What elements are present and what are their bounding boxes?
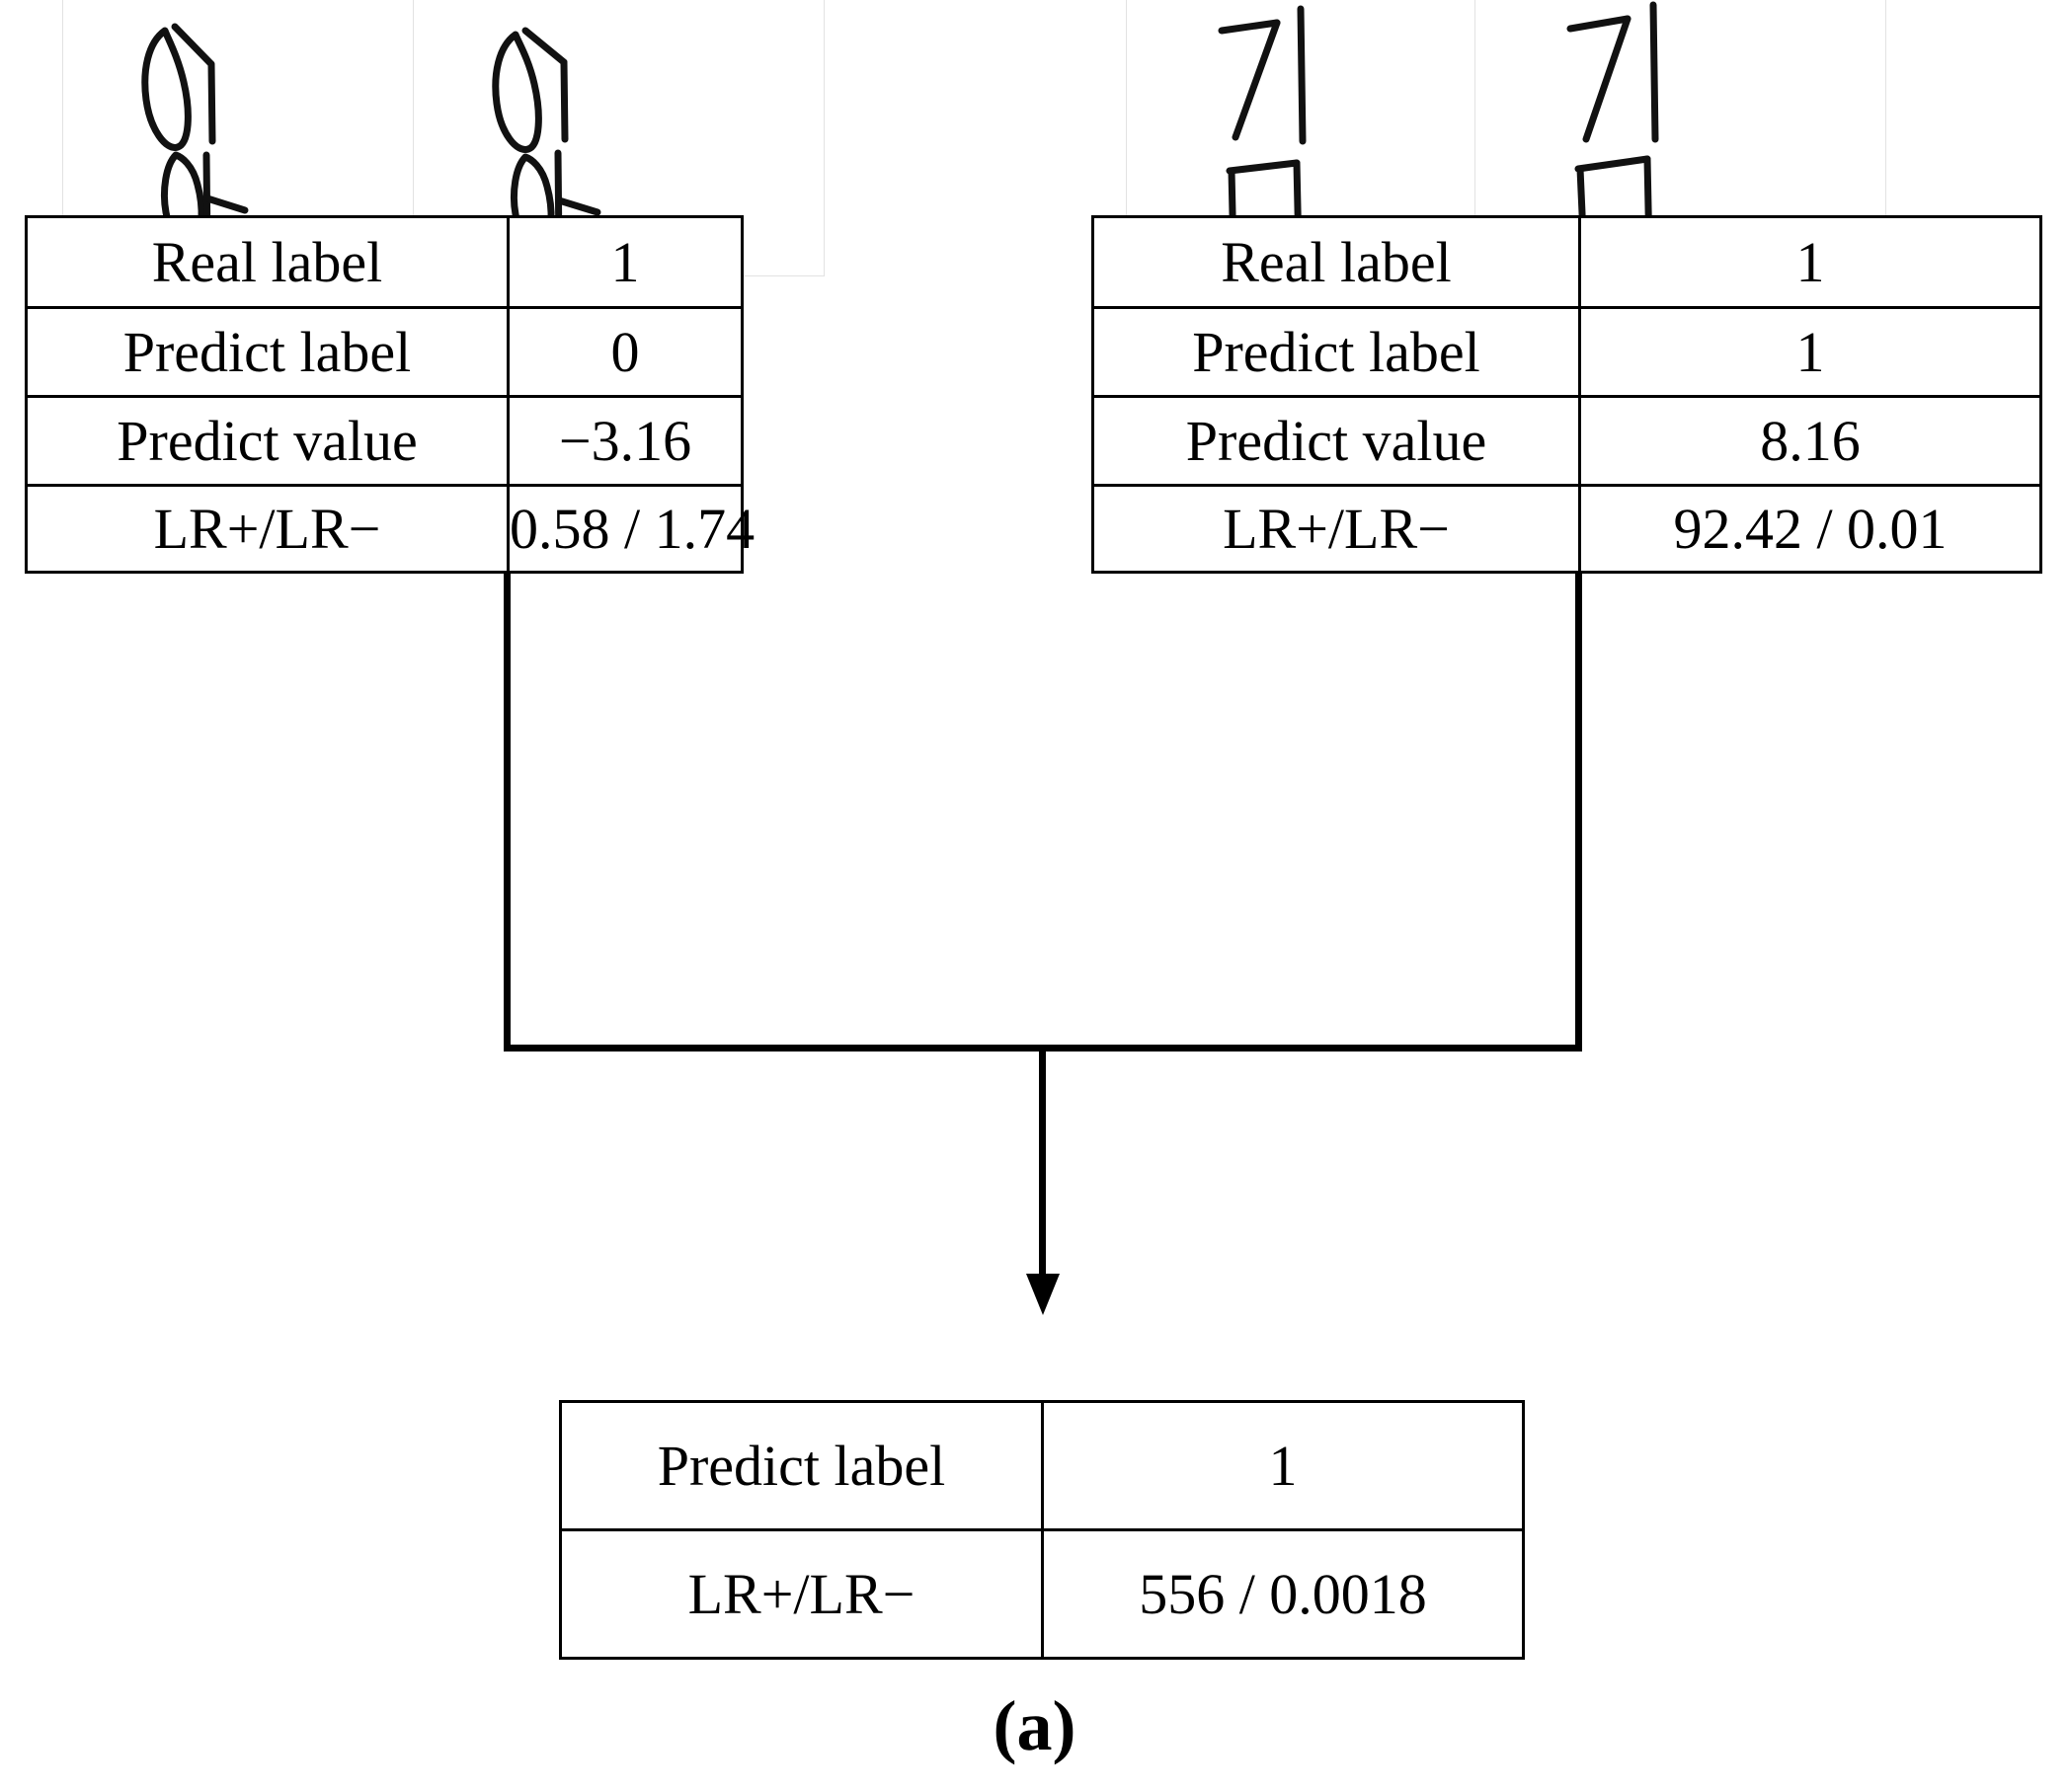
right-row-2-value: 8.16 [1578, 395, 2042, 487]
right-prediction-table: Real label 1 Predict label 1 Predict val… [1091, 215, 2042, 574]
fusion-arrow-shaft [1039, 1051, 1046, 1280]
table-row: Predict label 1 [1091, 306, 2042, 398]
table-row: Real label 1 [1091, 215, 2042, 309]
left-row-0-key: Real label [25, 215, 510, 309]
right-row-3-key: LR+/LR− [1091, 484, 1581, 574]
connector-horizontal-line [504, 1045, 1582, 1052]
table-row: Predict label 0 [25, 306, 744, 398]
right-row-0-value: 1 [1578, 215, 2042, 309]
right-row-0-key: Real label [1091, 215, 1581, 309]
right-row-3-value: 92.42 / 0.01 [1578, 484, 2042, 574]
table-row: Real label 1 [25, 215, 744, 309]
table-row: LR+/LR− 0.58 / 1.74 [25, 484, 755, 574]
figure-caption: (a) [993, 1686, 1076, 1765]
right-row-1-value: 1 [1578, 306, 2042, 398]
fused-row-0-value: 1 [1041, 1400, 1525, 1531]
table-row: Predict value 8.16 [1091, 395, 2042, 487]
left-prediction-table: Real label 1 Predict label 0 Predict val… [25, 215, 755, 574]
fusion-arrow-head [1026, 1274, 1060, 1315]
connector-right-vertical-line [1575, 571, 1582, 1051]
left-row-1-key: Predict label [25, 306, 510, 398]
left-row-3-key: LR+/LR− [25, 484, 510, 574]
fused-prediction-table: Predict label 1 LR+/LR− 556 / 0.0018 [559, 1400, 1525, 1660]
left-row-2-value: −3.16 [507, 395, 744, 487]
fused-row-1-value: 556 / 0.0018 [1041, 1528, 1525, 1660]
table-row: Predict label 1 [559, 1400, 1525, 1531]
table-row: Predict value −3.16 [25, 395, 744, 487]
right-row-2-key: Predict value [1091, 395, 1581, 487]
left-row-0-value: 1 [507, 215, 744, 309]
right-row-1-key: Predict label [1091, 306, 1581, 398]
left-row-3-value: 0.58 / 1.74 [507, 484, 755, 574]
fused-row-1-key: LR+/LR− [559, 1528, 1044, 1660]
left-row-2-key: Predict value [25, 395, 510, 487]
fused-row-0-key: Predict label [559, 1400, 1044, 1531]
table-row: LR+/LR− 556 / 0.0018 [559, 1528, 1525, 1660]
left-row-1-value: 0 [507, 306, 744, 398]
table-row: LR+/LR− 92.42 / 0.01 [1091, 484, 2042, 574]
connector-left-vertical-line [504, 571, 511, 1051]
